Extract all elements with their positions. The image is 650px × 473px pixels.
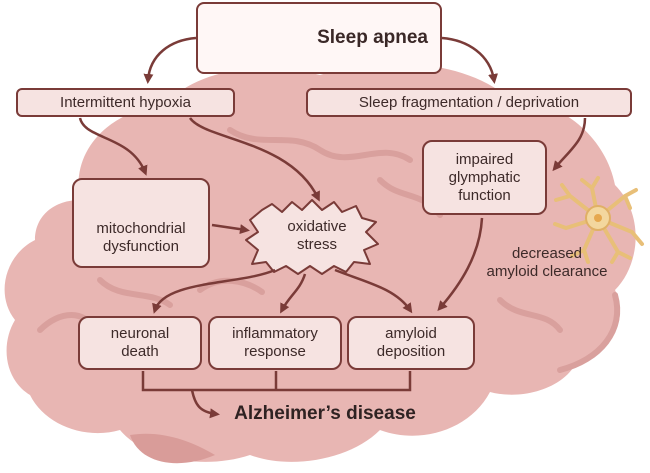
oxidative-line-1: oxidative (287, 218, 347, 235)
arrow-fragmentation-to-glymphatic (552, 117, 587, 172)
sleep-apnea-label: Sleep apnea (317, 27, 428, 48)
inflammatory-line-1: inflammatory (232, 325, 318, 342)
inflammatory-response-label: inflammatory response (232, 325, 318, 361)
intermittent-hypoxia-box: Intermittent hypoxia (16, 88, 235, 117)
arrow-to-alzheimers (190, 389, 220, 419)
arrow-oxidative-to-inflammatory (280, 273, 307, 314)
arrow-oxidative-to-neuronal (152, 268, 276, 314)
neuronal-line-1: neuronal (110, 325, 170, 342)
clearance-line-1: decreased (511, 245, 583, 262)
glymphatic-line-1: impaired (455, 150, 514, 168)
arrow-hypoxia-to-mito (78, 117, 148, 176)
clearance-line-2: amyloid clearance (486, 263, 608, 280)
mitochondrial-dysfunction-label: mitochondrial dysfunction (96, 220, 185, 256)
neuronal-death-label: neuronal death (111, 325, 169, 361)
impaired-glymphatic-label: impaired glymphatic function (449, 151, 521, 205)
impaired-glymphatic-box: impaired glymphatic function (422, 140, 547, 215)
alzheimers-disease-label: Alzheimer’s disease (234, 403, 416, 424)
glymphatic-line-3: function (458, 186, 511, 204)
neuronal-death-box: neuronal death (78, 316, 202, 370)
decreased-clearance-label: decreased amyloid clearance (462, 245, 632, 281)
amyloid-deposition-label: amyloid deposition (377, 325, 445, 361)
mitochondrial-dysfunction-box: mitochondrial dysfunction (72, 178, 210, 268)
amyloid-deposition-box: amyloid deposition (347, 316, 475, 370)
amyloid-line-1: amyloid (385, 325, 437, 342)
sleep-apnea-box: Sleep apnea (196, 2, 442, 74)
oxidative-stress-label: oxidative stress (262, 218, 372, 254)
sleep-fragmentation-box: Sleep fragmentation / deprivation (306, 88, 632, 117)
arrow-apnea-to-fragmentation (441, 36, 498, 84)
inflammatory-line-2: response (244, 343, 306, 360)
glymphatic-line-2: glymphatic (448, 168, 521, 186)
arrow-apnea-to-hypoxia (143, 36, 197, 84)
mito-line-1: mitochondrial (96, 220, 186, 237)
mito-line-2: dysfunction (103, 238, 179, 255)
arrow-glymphatic-to-amyloid (437, 217, 484, 312)
arrow-oxidative-to-amyloid (334, 268, 413, 314)
oxidative-line-2: stress (296, 236, 337, 253)
neuronal-line-2: death (121, 343, 159, 360)
inflammatory-response-box: inflammatory response (208, 316, 342, 370)
arrow-mito-to-oxidative (211, 223, 250, 235)
sleep-fragmentation-label: Sleep fragmentation / deprivation (358, 93, 580, 111)
astrocyte-icon (553, 176, 644, 264)
arrow-hypoxia-to-oxidative (188, 117, 320, 202)
intermittent-hypoxia-label: Intermittent hypoxia (60, 93, 191, 111)
amyloid-line-2: deposition (376, 343, 446, 360)
